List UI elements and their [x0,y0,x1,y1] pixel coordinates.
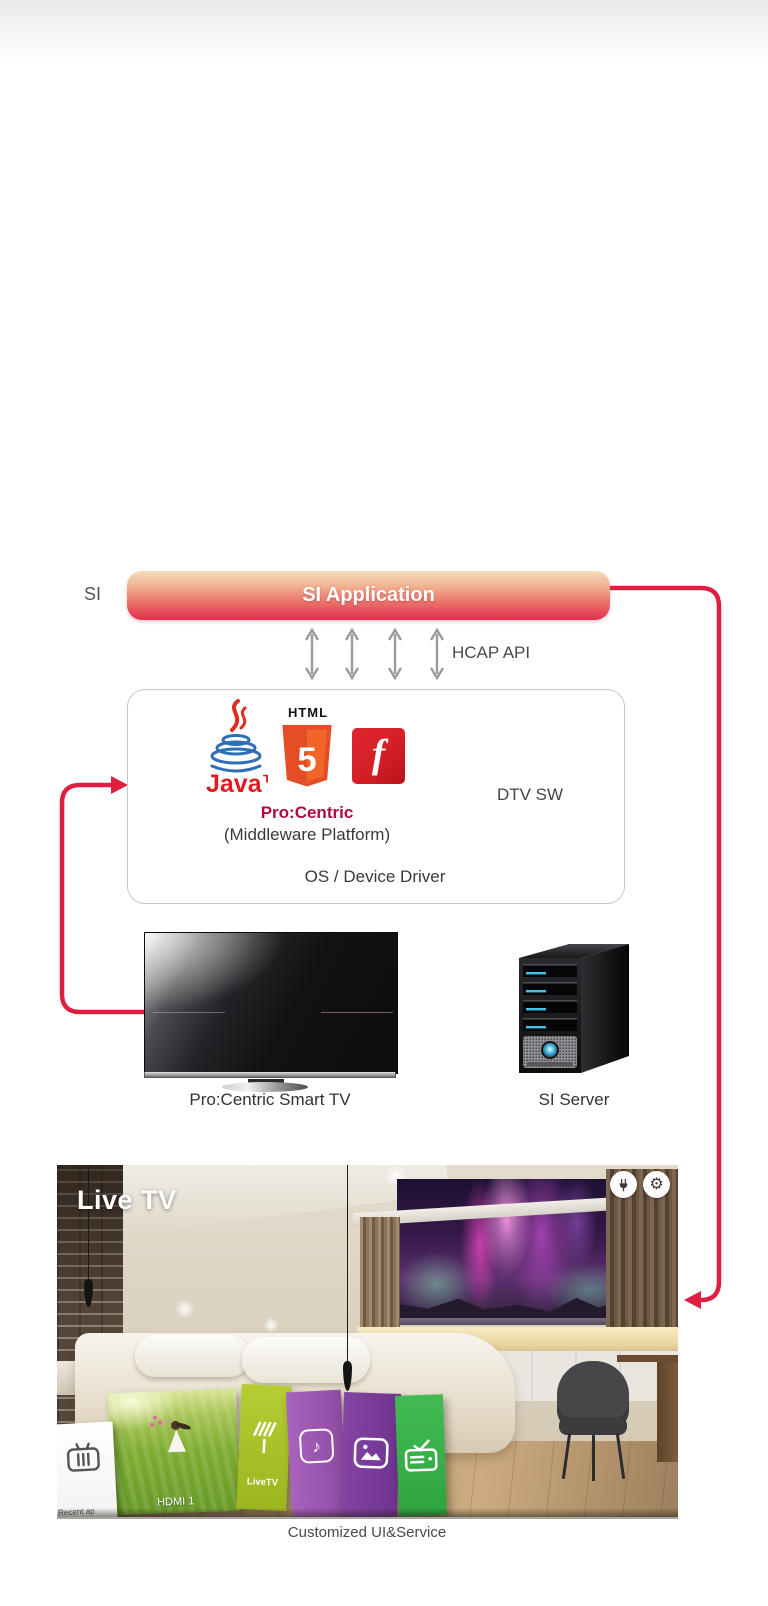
server-illustration [519,944,629,1073]
server-drive-bays [523,964,577,1031]
input-source-icon [619,1178,628,1192]
arrowhead-right-icon [111,776,128,794]
tile-hdmi1[interactable]: HDMI 1 [107,1388,241,1516]
dtv-sw-label: DTV SW [496,785,564,804]
html5-digit: 5 [297,741,316,779]
wall-spotlight [263,1317,279,1333]
html-wordmark: HTML [287,705,329,720]
tv-screen-shine [145,933,305,1023]
pendant-lamp [84,1279,93,1307]
java-logo: Java™ [206,699,268,798]
tv-reflection-line [153,1012,225,1013]
dtv-sw-box [127,689,625,904]
flash-letter: f [371,731,386,776]
flower [152,1415,157,1420]
music-note-glyph: ♪ [311,1436,322,1456]
wall-spotlight [175,1299,195,1319]
tv-illustration [144,932,398,1092]
pendant-cord [88,1165,89,1283]
input-source-button[interactable] [610,1171,637,1198]
photo-bottom-shadow [57,1508,678,1517]
photo-caption: Customized UI&Service [287,1524,447,1541]
up-down-arrow-icon [344,627,360,681]
tv-screen [144,932,398,1074]
chair-seat [559,1417,627,1435]
tv-caption: Pro:Centric Smart TV [189,1090,351,1109]
aurora-mountains [397,1297,616,1319]
media-gallery-icon [353,1437,389,1469]
tv-stand-neck [248,1079,284,1083]
tile-livetv-label: LiveTV [246,1476,279,1489]
chair-leg [592,1435,595,1481]
arrowhead-left-icon [684,1291,701,1309]
tv-stand-base [222,1082,308,1092]
left-curtain [360,1217,400,1333]
customized-ui-screenshot: Live TV ⚙ Recent ap HDMI 1 [57,1165,678,1519]
girl-dress [167,1429,186,1453]
java-wordmark: Java™ [206,770,268,798]
live-tv-icon [253,1421,277,1454]
settings-button[interactable]: ⚙ [643,1171,670,1198]
up-down-arrow-icon [304,627,320,681]
up-down-arrow-icon [429,627,445,681]
live-tv-title: Live TV [77,1185,177,1215]
desk-side [657,1362,678,1462]
server-power-button [543,1043,557,1057]
si-row-label: SI [84,584,102,604]
pendant-cord [347,1165,348,1365]
server-caption: SI Server [538,1090,610,1109]
tv-reflection-line [321,1012,393,1013]
tile-media[interactable] [339,1392,402,1517]
recent-apps-tv-icon [66,1442,100,1472]
tile-live-tv[interactable]: LiveTV [236,1383,292,1512]
procentric-label: Pro:Centric [260,803,354,822]
up-down-arrow-icon [387,627,403,681]
html5-logo: 5 [282,724,332,787]
music-icon: ♪ [298,1428,335,1464]
tv-bottom-bezel [144,1072,396,1078]
si-application-banner: SI Application [127,571,610,620]
si-application-label: SI Application [302,584,435,606]
flower [149,1422,155,1427]
pendant-lamp [343,1361,352,1391]
aurora-shore [397,1318,616,1325]
page-top-fade [0,0,768,62]
gear-icon: ⚙ [649,1175,664,1193]
middleware-platform-label: (Middleware Platform) [223,825,391,844]
hcap-double-arrows [304,627,445,681]
os-device-driver-label: OS / Device Driver [304,867,446,886]
hcap-api-label: HCAP API [452,643,531,662]
tile-music[interactable]: ♪ [285,1389,348,1517]
tile-smart-tv[interactable] [394,1394,448,1517]
flash-logo: f [352,728,405,784]
desk [617,1355,678,1362]
tile-recent-apps[interactable]: Recent ap [57,1421,118,1517]
pillow [135,1335,250,1377]
smart-tv-icon [404,1439,438,1472]
